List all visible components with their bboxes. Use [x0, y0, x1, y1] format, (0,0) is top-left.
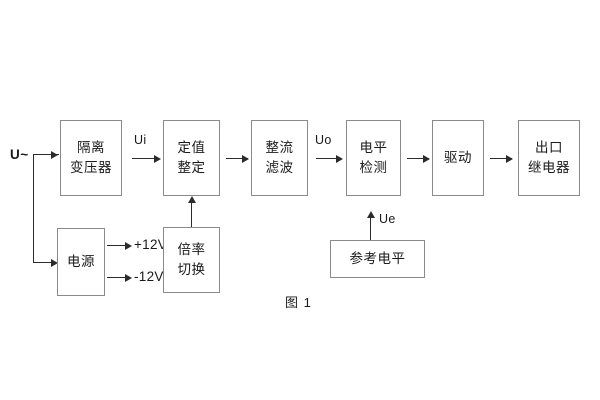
transformer-to-setting-line — [132, 158, 156, 160]
signal-label-uo: Uo — [315, 133, 332, 147]
rail-positive-label: +12V — [134, 237, 168, 252]
rectify-to-level-line — [316, 158, 338, 160]
setting-to-rectify-line — [226, 158, 248, 160]
branch-to-transformer-line — [33, 154, 53, 156]
block-level-detect-line1: 电平 — [359, 140, 388, 156]
block-drive[interactable]: 驱动 — [432, 120, 484, 196]
block-setting-value-line2: 整定 — [177, 160, 206, 175]
reference-to-level-arrow — [367, 211, 375, 218]
block-level-detect-line2: 检测 — [359, 160, 388, 175]
block-rectify-filter[interactable]: 整流 滤波 — [251, 120, 308, 196]
block-output-relay-line2: 继电器 — [528, 160, 570, 175]
branch-to-transformer-arrow — [51, 151, 58, 159]
rail-positive-line — [107, 245, 127, 247]
rail-negative-line — [107, 277, 127, 279]
block-power-supply-line1: 电源 — [67, 254, 95, 270]
block-isolation-transformer-line1: 隔离 — [77, 140, 105, 156]
drive-to-relay-line — [490, 158, 512, 160]
drive-to-relay-arrow — [506, 155, 513, 163]
setting-to-rectify-arrow — [242, 155, 249, 163]
figure-caption: 图 1 — [285, 295, 312, 310]
rail-positive-arrow — [125, 242, 132, 250]
ratio-to-setting-line — [191, 200, 193, 227]
block-ratio-switch[interactable]: 倍率 切换 — [163, 227, 220, 293]
ratio-to-setting-arrow — [188, 196, 196, 203]
block-setting-value[interactable]: 定值 整定 — [163, 120, 220, 196]
block-power-supply[interactable]: 电源 — [57, 228, 105, 296]
reference-to-level-line — [370, 215, 372, 240]
block-level-detect[interactable]: 电平 检测 — [346, 120, 401, 196]
branch-to-power-supply-arrow — [51, 259, 58, 267]
block-drive-line1: 驱动 — [444, 150, 472, 166]
block-ratio-switch-line2: 切换 — [177, 262, 206, 277]
block-reference-level[interactable]: 参考电平 — [330, 240, 425, 278]
input-branch-vertical-line — [33, 154, 35, 263]
rectify-to-level-arrow — [336, 155, 343, 163]
block-reference-level-line1: 参考电平 — [349, 251, 406, 267]
input-terminal-label: U~ — [10, 147, 29, 162]
block-rectify-filter-line2: 滤波 — [265, 160, 294, 175]
transformer-to-setting-arrow — [154, 155, 161, 163]
block-rectify-filter-line1: 整流 — [265, 140, 294, 156]
block-ratio-switch-line1: 倍率 — [177, 242, 206, 258]
signal-label-ue: Ue — [379, 212, 396, 226]
block-isolation-transformer-line2: 变压器 — [70, 160, 112, 175]
rail-negative-arrow — [125, 274, 132, 282]
block-output-relay-line1: 出口 — [535, 140, 563, 156]
block-output-relay[interactable]: 出口 继电器 — [518, 120, 580, 196]
rail-negative-label: -12V — [134, 269, 164, 284]
level-to-drive-arrow — [423, 155, 430, 163]
level-to-drive-line — [407, 158, 429, 160]
block-isolation-transformer[interactable]: 隔离 变压器 — [60, 120, 122, 196]
signal-label-ui: Ui — [134, 133, 147, 147]
block-setting-value-line1: 定值 — [177, 140, 206, 156]
branch-to-power-supply-line — [33, 262, 53, 264]
